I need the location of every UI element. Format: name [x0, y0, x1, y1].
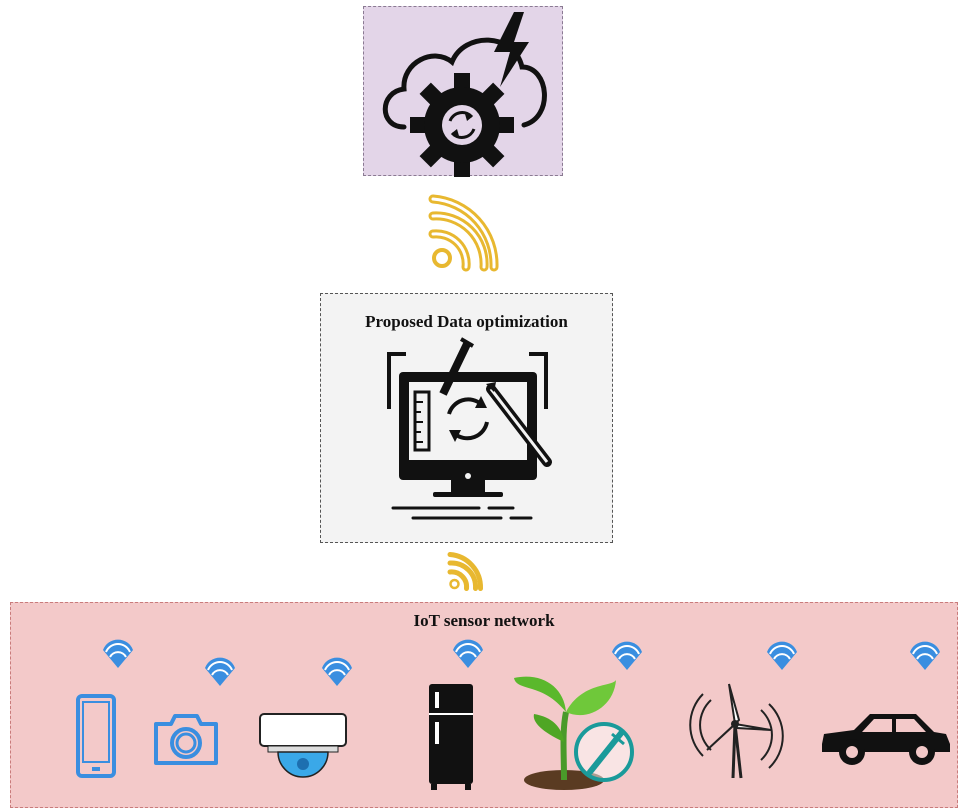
wifi-icon — [766, 640, 798, 671]
cloud-node — [363, 6, 563, 177]
iot-network-title: IoT sensor network — [413, 611, 555, 630]
refrigerator-icon — [429, 684, 473, 790]
monitor-design-tools-icon — [387, 337, 552, 520]
optimization-node: Proposed Data optimization — [320, 293, 613, 543]
cloud-gear-lightning-icon — [382, 12, 547, 177]
car-icon — [822, 714, 950, 765]
wifi-icon — [321, 656, 353, 687]
wireless-signal-icon — [428, 194, 499, 272]
wifi-icon — [909, 640, 941, 671]
wifi-icon — [102, 638, 134, 669]
security-camera-icon — [259, 713, 347, 778]
camera-icon — [154, 714, 218, 765]
smartphone-icon — [76, 694, 116, 778]
wifi-icon — [452, 638, 484, 669]
wireless-signal-icon — [447, 552, 484, 591]
plant-sensor-icon — [514, 676, 634, 790]
optimization-title: Proposed Data optimization — [365, 312, 568, 331]
wifi-icon — [204, 656, 236, 687]
wind-turbine-icon — [689, 683, 784, 779]
wifi-icon — [611, 640, 643, 671]
